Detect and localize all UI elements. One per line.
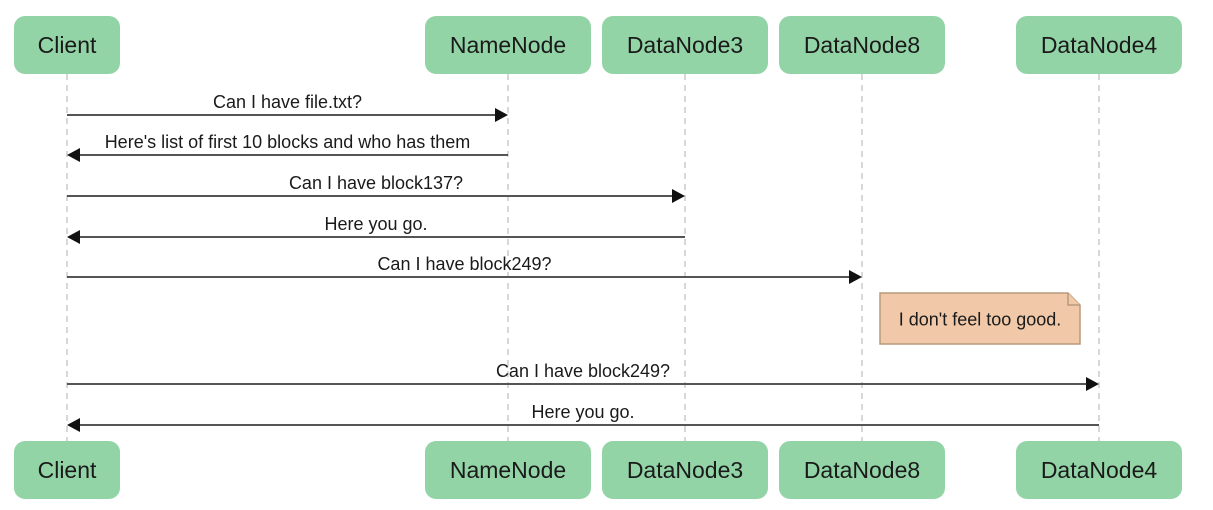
actor-label: NameNode [450,32,566,58]
arrow-left-icon [67,148,80,162]
note-datanode8: I don't feel too good. [879,292,1081,345]
message-label: Can I have block137? [289,173,463,193]
actor-box [1016,16,1182,74]
arrow-right-icon [1086,377,1099,391]
arrow-left-icon [67,418,80,432]
actor-label: DataNode8 [804,457,920,483]
arrow-right-icon [495,108,508,122]
message-7: Here you go. [67,402,1099,432]
message-label: Here you go. [531,402,634,422]
message-6: Can I have block249? [67,361,1099,391]
message-5: Can I have block249? [67,254,862,284]
message-label: Here you go. [324,214,427,234]
actor-box [602,16,768,74]
actor-client-top: Client [14,16,120,74]
message-4: Here you go. [67,214,685,244]
actor-datanode3-top: DataNode3 [602,16,768,74]
actor-datanode4-bottom: DataNode4 [1016,441,1182,499]
actor-namenode-bottom: NameNode [425,441,591,499]
actor-box [14,441,120,499]
actor-box [779,16,945,74]
message-3: Can I have block137? [67,173,685,203]
lifelines [66,74,1100,441]
message-1: Can I have file.txt? [67,92,508,122]
actor-box [425,16,591,74]
actor-box [425,441,591,499]
actor-box [14,16,120,74]
actor-label: NameNode [450,457,566,483]
actor-namenode-top: NameNode [425,16,591,74]
actor-label: DataNode4 [1041,457,1158,483]
actor-box [779,441,945,499]
actor-box [1016,441,1182,499]
actor-label: Client [38,32,97,58]
message-label: Can I have file.txt? [213,92,362,112]
actor-label: DataNode3 [627,32,743,58]
actor-label: DataNode8 [804,32,920,58]
messages: Can I have file.txt? Here's list of first… [67,92,1099,432]
message-2: Here's list of first 10 blocks and who h… [67,132,508,162]
actor-datanode8-bottom: DataNode8 [779,441,945,499]
notes: I don't feel too good. [879,292,1081,345]
actors-bottom: Client NameNode DataNode3 DataNode8 DataNode… [14,441,1182,499]
arrow-right-icon [672,189,685,203]
actor-client-bottom: Client [14,441,120,499]
actor-datanode8-top: DataNode8 [779,16,945,74]
actor-box [602,441,768,499]
actor-label: DataNode3 [627,457,743,483]
note-box [879,292,1081,345]
actor-label: Client [38,457,97,483]
actor-label: DataNode4 [1041,32,1158,58]
arrow-right-icon [849,270,862,284]
actor-datanode4-top: DataNode4 [1016,16,1182,74]
actor-datanode3-bottom: DataNode3 [602,441,768,499]
arrow-left-icon [67,230,80,244]
note-fold-corner [1067,293,1080,306]
note-label: I don't feel too good. [899,310,1062,330]
message-label: Can I have block249? [377,254,551,274]
actors-top: Client NameNode DataNode3 DataNode8 DataNode… [14,16,1182,74]
message-label: Can I have block249? [496,361,670,381]
message-label: Here's list of first 10 blocks and who h… [105,132,471,152]
